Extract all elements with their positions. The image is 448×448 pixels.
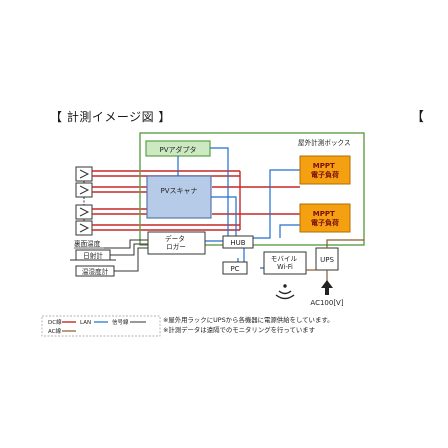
mobile-wifi-line1: モバイル bbox=[271, 255, 298, 263]
pc-box bbox=[222, 261, 248, 275]
mobile-wifi-line2: Wi-Fi bbox=[277, 263, 293, 271]
corner-bracket: 【 bbox=[411, 110, 425, 125]
legend-signal: 信号線 bbox=[112, 318, 146, 326]
hub-label: HUB bbox=[230, 239, 245, 247]
pv-scanner-box bbox=[146, 175, 212, 219]
back-temp-label: 裏面温度 bbox=[74, 239, 101, 248]
mppt-load-2-line2: 電子負荷 bbox=[311, 218, 339, 227]
mobile-wifi-box bbox=[263, 251, 307, 275]
note-remote-monitoring: ※計測データは遠隔でのモニタリングを行っています bbox=[163, 326, 316, 334]
legend-lan-label: LAN bbox=[80, 320, 91, 326]
ac-power-label: AC100[V] bbox=[310, 299, 343, 307]
legend-lan: LAN bbox=[80, 320, 108, 326]
ups-label: UPS bbox=[320, 256, 334, 264]
legend-dc-label: DC線 bbox=[48, 318, 62, 326]
mppt-load-1-label: MPPT 電子負荷 bbox=[311, 162, 339, 179]
enclosure-label: 屋外計測ボックス bbox=[298, 138, 351, 147]
ac-power-arrow-icon bbox=[321, 280, 333, 295]
page-title: 【 計測イメージ図 】 bbox=[50, 110, 171, 124]
data-logger-label: データ ロガー bbox=[165, 234, 187, 251]
mppt-load-2-label: MPPT 電子負荷 bbox=[311, 210, 339, 227]
signal-wiring bbox=[104, 239, 148, 272]
data-logger-line2: ロガー bbox=[166, 242, 186, 251]
temp-humidity-label: 温湿度計 bbox=[82, 267, 109, 276]
mppt-load-1-line2: 電子負荷 bbox=[311, 170, 339, 179]
pv-module-1 bbox=[75, 166, 93, 182]
pv-module-3 bbox=[75, 204, 93, 220]
pv-module-4 bbox=[75, 220, 93, 236]
pc-label: PC bbox=[230, 265, 239, 273]
legend-ac: AC線 bbox=[48, 327, 76, 335]
mppt-load-1 bbox=[299, 155, 351, 185]
data-logger-line1: データ bbox=[165, 234, 185, 243]
legend-signal-label: 信号線 bbox=[112, 318, 129, 326]
mppt-load-1-line1: MPPT bbox=[313, 162, 335, 170]
pv-scanner-label: PVスキャナ bbox=[160, 187, 197, 195]
note-ups-power: ※屋外用ラックにUPSから各機器に電源供給をしています。 bbox=[163, 316, 334, 324]
legend-ac-label: AC線 bbox=[48, 327, 62, 335]
data-logger-box bbox=[147, 231, 206, 255]
mobile-wifi-label: モバイル Wi-Fi bbox=[271, 255, 299, 271]
wireless-signal-icon bbox=[275, 284, 295, 300]
mppt-load-2 bbox=[299, 203, 351, 233]
pv-module-2 bbox=[75, 182, 93, 198]
mppt-load-2-line1: MPPT bbox=[313, 210, 335, 218]
irradiance-meter-label: 日射計 bbox=[83, 251, 103, 260]
dc-wiring bbox=[92, 170, 300, 231]
legend-dc: DC線 bbox=[48, 318, 76, 326]
pv-adaptor-label: PVアダプタ bbox=[159, 145, 196, 154]
hub-box bbox=[222, 235, 254, 249]
